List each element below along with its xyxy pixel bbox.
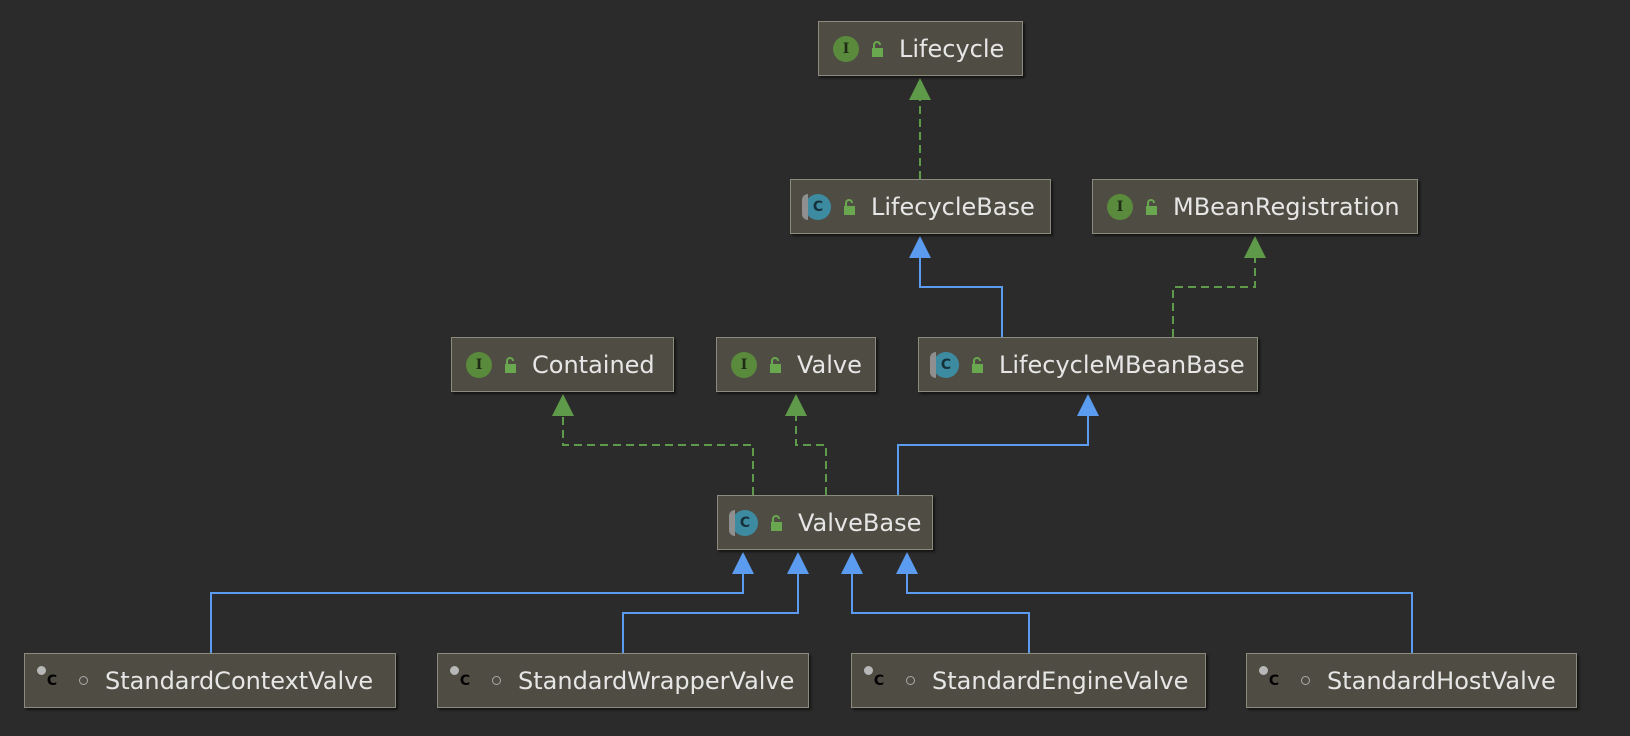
public-lock-icon (765, 352, 785, 378)
class-name-label: StandardWrapperValve (518, 666, 795, 695)
public-lock-icon (766, 510, 786, 536)
interface-icon: I (731, 351, 757, 378)
class-node-valve[interactable]: I Valve (716, 337, 876, 392)
class-name-label: ValveBase (798, 508, 922, 537)
edge-implements-ValveBase-to-Valve (785, 394, 827, 495)
class-name-label: StandardContextValve (105, 666, 374, 695)
class-name-label: LifecycleMBeanBase (999, 350, 1245, 379)
interface-icon: I (833, 35, 859, 62)
class-name-label: Lifecycle (899, 34, 1005, 63)
public-lock-icon (839, 194, 859, 220)
class-name-label: Contained (532, 350, 655, 379)
class-node-mbean-registration[interactable]: I MBeanRegistration (1092, 179, 1418, 234)
class-icon: C (729, 509, 758, 536)
edge-extends-ValveBase-to-LifecycleMBeanBase (897, 394, 1099, 495)
class-node-standard-context-valve[interactable]: C StandardContextValve (24, 653, 396, 708)
public-lock-icon (500, 352, 520, 378)
package-private-icon (486, 668, 506, 694)
public-lock-icon (967, 352, 987, 378)
class-node-lifecycle[interactable]: I Lifecycle (818, 21, 1023, 76)
public-lock-icon (1141, 194, 1161, 220)
edge-implements-ValveBase-to-Contained (552, 394, 754, 495)
class-node-lifecycle-mbean-base[interactable]: C LifecycleMBeanBase (918, 337, 1258, 392)
interface-icon: I (466, 351, 492, 378)
package-private-icon (900, 668, 920, 694)
class-name-label: MBeanRegistration (1173, 192, 1400, 221)
class-node-lifecycle-base[interactable]: C LifecycleBase (790, 179, 1051, 234)
package-private-icon (73, 668, 93, 694)
class-name-label: StandardEngineValve (932, 666, 1189, 695)
class-icon: C (449, 664, 478, 694)
class-icon: C (1258, 664, 1287, 694)
public-lock-icon (867, 36, 887, 62)
class-node-standard-wrapper-valve[interactable]: C StandardWrapperValve (437, 653, 809, 708)
class-node-valve-base[interactable]: C ValveBase (717, 495, 933, 550)
class-icon: C (802, 193, 831, 220)
class-icon: C (36, 664, 65, 694)
edge-implements-LifecycleMBeanBase-to-MBeanRegistration (1172, 236, 1266, 337)
package-private-icon (1295, 668, 1315, 694)
class-node-standard-engine-valve[interactable]: C StandardEngineValve (851, 653, 1206, 708)
edge-implements-LifecycleBase-to-Lifecycle (909, 78, 931, 179)
class-icon: C (863, 664, 892, 694)
class-icon: C (930, 351, 959, 378)
edge-extends-LifecycleMBeanBase-to-LifecycleBase (909, 236, 1003, 337)
edge-extends-StandardWrapperValve-to-ValveBase (622, 552, 809, 653)
edge-extends-StandardContextValve-to-ValveBase (210, 552, 754, 653)
class-name-label: Valve (797, 350, 862, 379)
edge-extends-StandardEngineValve-to-ValveBase (841, 552, 1030, 653)
class-node-contained[interactable]: I Contained (451, 337, 674, 392)
interface-icon: I (1107, 193, 1133, 220)
class-name-label: LifecycleBase (871, 192, 1035, 221)
edge-extends-StandardHostValve-to-ValveBase (896, 552, 1413, 653)
class-name-label: StandardHostValve (1327, 666, 1556, 695)
class-node-standard-host-valve[interactable]: C StandardHostValve (1246, 653, 1577, 708)
